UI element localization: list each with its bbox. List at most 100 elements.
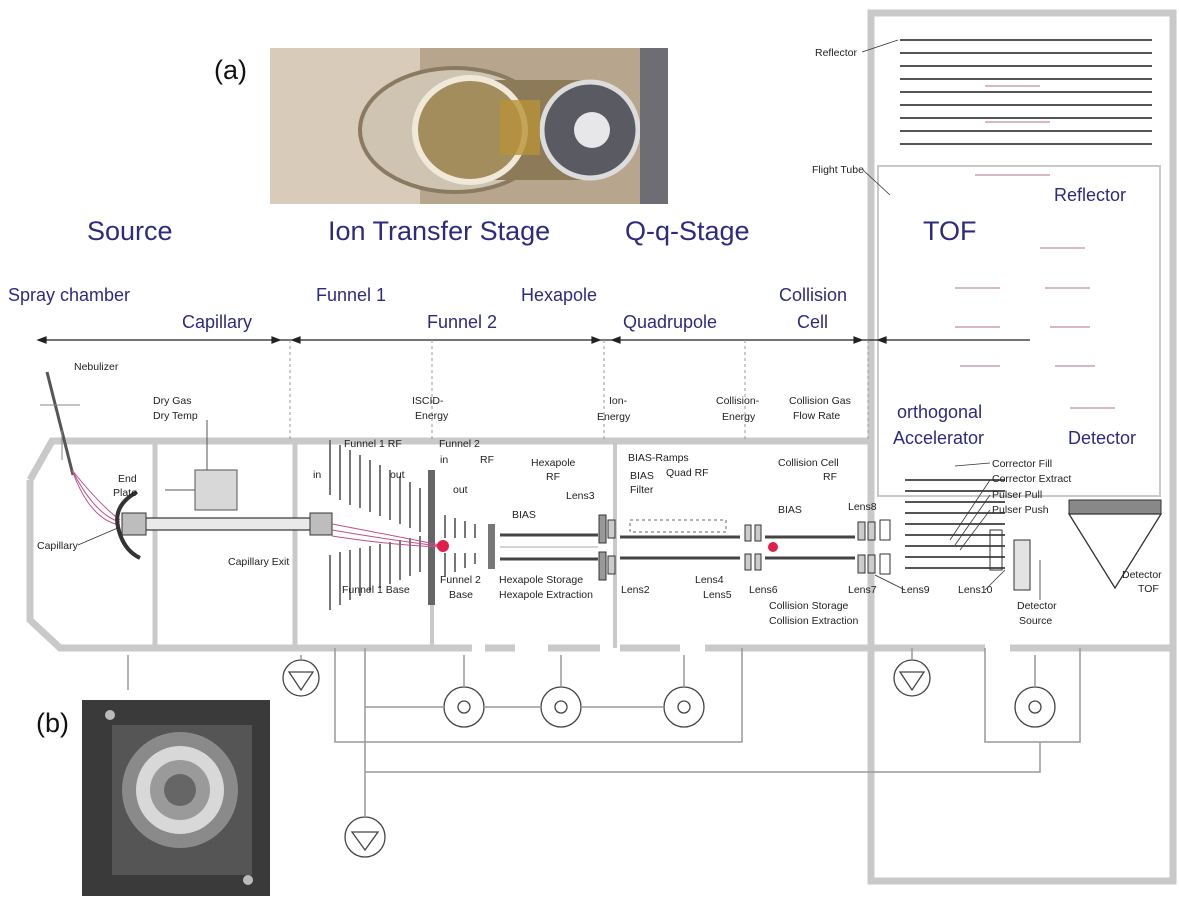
lens3-lens2 [598,514,616,581]
region-dividers [289,340,869,441]
label-funnel1-rf: Funnel 1 RF [344,438,402,450]
orthogonal-accelerator [905,479,1031,591]
label-detector-source-2: Source [1019,615,1052,627]
vacuum-housing [26,437,1173,652]
label-corrector-fill: Corrector Fill [992,458,1052,470]
label-rf2: RF [480,454,494,466]
region-orthogonal-2: Accelerator [893,428,984,448]
collision-cell [765,519,891,575]
label-lens10: Lens10 [958,584,993,596]
region-collision-1: Collision [779,285,847,305]
label-capillary-exit: Capillary Exit [228,556,289,568]
label-ion-energy-2: Energy [597,411,631,423]
label-collision-energy-2: Energy [722,411,756,423]
vacuum-pumps [282,659,1056,858]
label-lens9: Lens9 [901,584,930,596]
region-reflector: Reflector [1054,185,1126,205]
stage-ion-transfer: Ion Transfer Stage [328,216,550,246]
label-hexapole-rf-1: Hexapole [531,457,576,469]
label-lens5: Lens5 [703,589,732,601]
leader-lines [77,39,1041,600]
photo-b [82,700,270,896]
quadrupole [620,519,740,560]
region-extent-arrows [36,336,1030,344]
label-bias3: BIAS [778,504,802,516]
label-collision-storage: Collision Storage [769,600,849,612]
label-detector-source-1: Detector [1017,600,1057,612]
region-spray-chamber: Spray chamber [8,285,130,305]
label-collision-energy-1: Collision- [716,395,760,407]
label-collision-gas-2: Flow Rate [793,410,840,422]
label-end-plate-2: Plate [113,487,137,499]
region-quadrupole: Quadrupole [623,312,717,332]
label-bias-filter-2: Filter [630,484,654,496]
label-bias-ramps: BIAS-Ramps [628,452,689,464]
panel-label-a: (a) [214,55,247,85]
label-lens3: Lens3 [566,490,595,502]
label-in1: in [313,469,321,481]
end-plate [115,490,141,560]
region-funnel2: Funnel 2 [427,312,497,332]
label-dry-gas: Dry Gas [153,395,192,407]
label-lens7: Lens7 [848,584,877,596]
detector-tof [1067,499,1163,590]
label-funnel1-base: Funnel 1 Base [342,584,410,596]
stage-source: Source [87,216,173,246]
label-nebulizer: Nebulizer [74,361,119,373]
label-hexapole-storage: Hexapole Storage [499,574,583,586]
label-detector-tof-2: TOF [1138,583,1159,595]
label-bias-filter-1: BIAS [630,470,654,482]
region-funnel1: Funnel 1 [316,285,386,305]
region-collision-2: Cell [797,312,828,332]
annotation-labels: Reflector Flight Tube Nebulizer Dry Gas … [37,47,1162,627]
label-collision-cell: Collision Cell [778,457,839,469]
label-collision-gas-1: Collision Gas [789,395,851,407]
nebulizer [40,371,121,526]
label-dry-temp: Dry Temp [153,410,198,422]
label-in2: in [440,454,448,466]
panel-label-b: (b) [36,708,69,738]
region-hexapole: Hexapole [521,285,597,305]
dry-gas-heater [165,420,238,511]
label-iscid-1: ISCID- [412,395,444,407]
ion-flight-paths [955,85,1115,409]
ion-beam-funnel [331,523,449,552]
region-orthogonal-1: orthogonal [897,402,982,422]
label-bias1: BIAS [512,509,536,521]
capillary-tube [121,512,333,536]
label-lens6: Lens6 [749,584,778,596]
lens4-6 [744,524,762,571]
photo-a [270,48,668,204]
label-hexapole-extraction: Hexapole Extraction [499,589,593,601]
ion-cloud-collision [768,542,778,552]
label-iscid-2: Energy [415,410,449,422]
reflector-plates [900,39,1152,145]
hexapole [500,533,598,561]
label-detector-tof-1: Detector [1122,569,1162,581]
label-capillary: Capillary [37,540,79,552]
pump-lines [127,648,1081,817]
region-detector: Detector [1068,428,1136,448]
ion-cloud-funnel [437,540,449,552]
label-funnel2-rf: Funnel 2 [439,438,480,450]
funnel1 [329,440,435,610]
label-funnel2-base-1: Funnel 2 [440,574,481,586]
label-quad-rf: Quad RF [666,467,709,479]
label-flight-tube: Flight Tube [812,164,864,176]
label-lens8: Lens8 [848,501,877,513]
label-lens4: Lens4 [695,574,724,586]
label-out1: out [390,469,405,481]
label-out2: out [453,484,468,496]
funnel2 [444,515,495,576]
label-pulser-push: Pulser Push [992,504,1049,516]
stage-qq: Q-q-Stage [625,216,750,246]
label-reflector-small: Reflector [815,47,858,59]
label-pulser-pull: Pulser Pull [992,489,1042,501]
label-hexapole-rf-2: RF [546,471,560,483]
label-lens2: Lens2 [621,584,650,596]
label-end-plate-1: End [118,473,137,485]
region-capillary: Capillary [182,312,252,332]
label-rf3: RF [823,471,837,483]
